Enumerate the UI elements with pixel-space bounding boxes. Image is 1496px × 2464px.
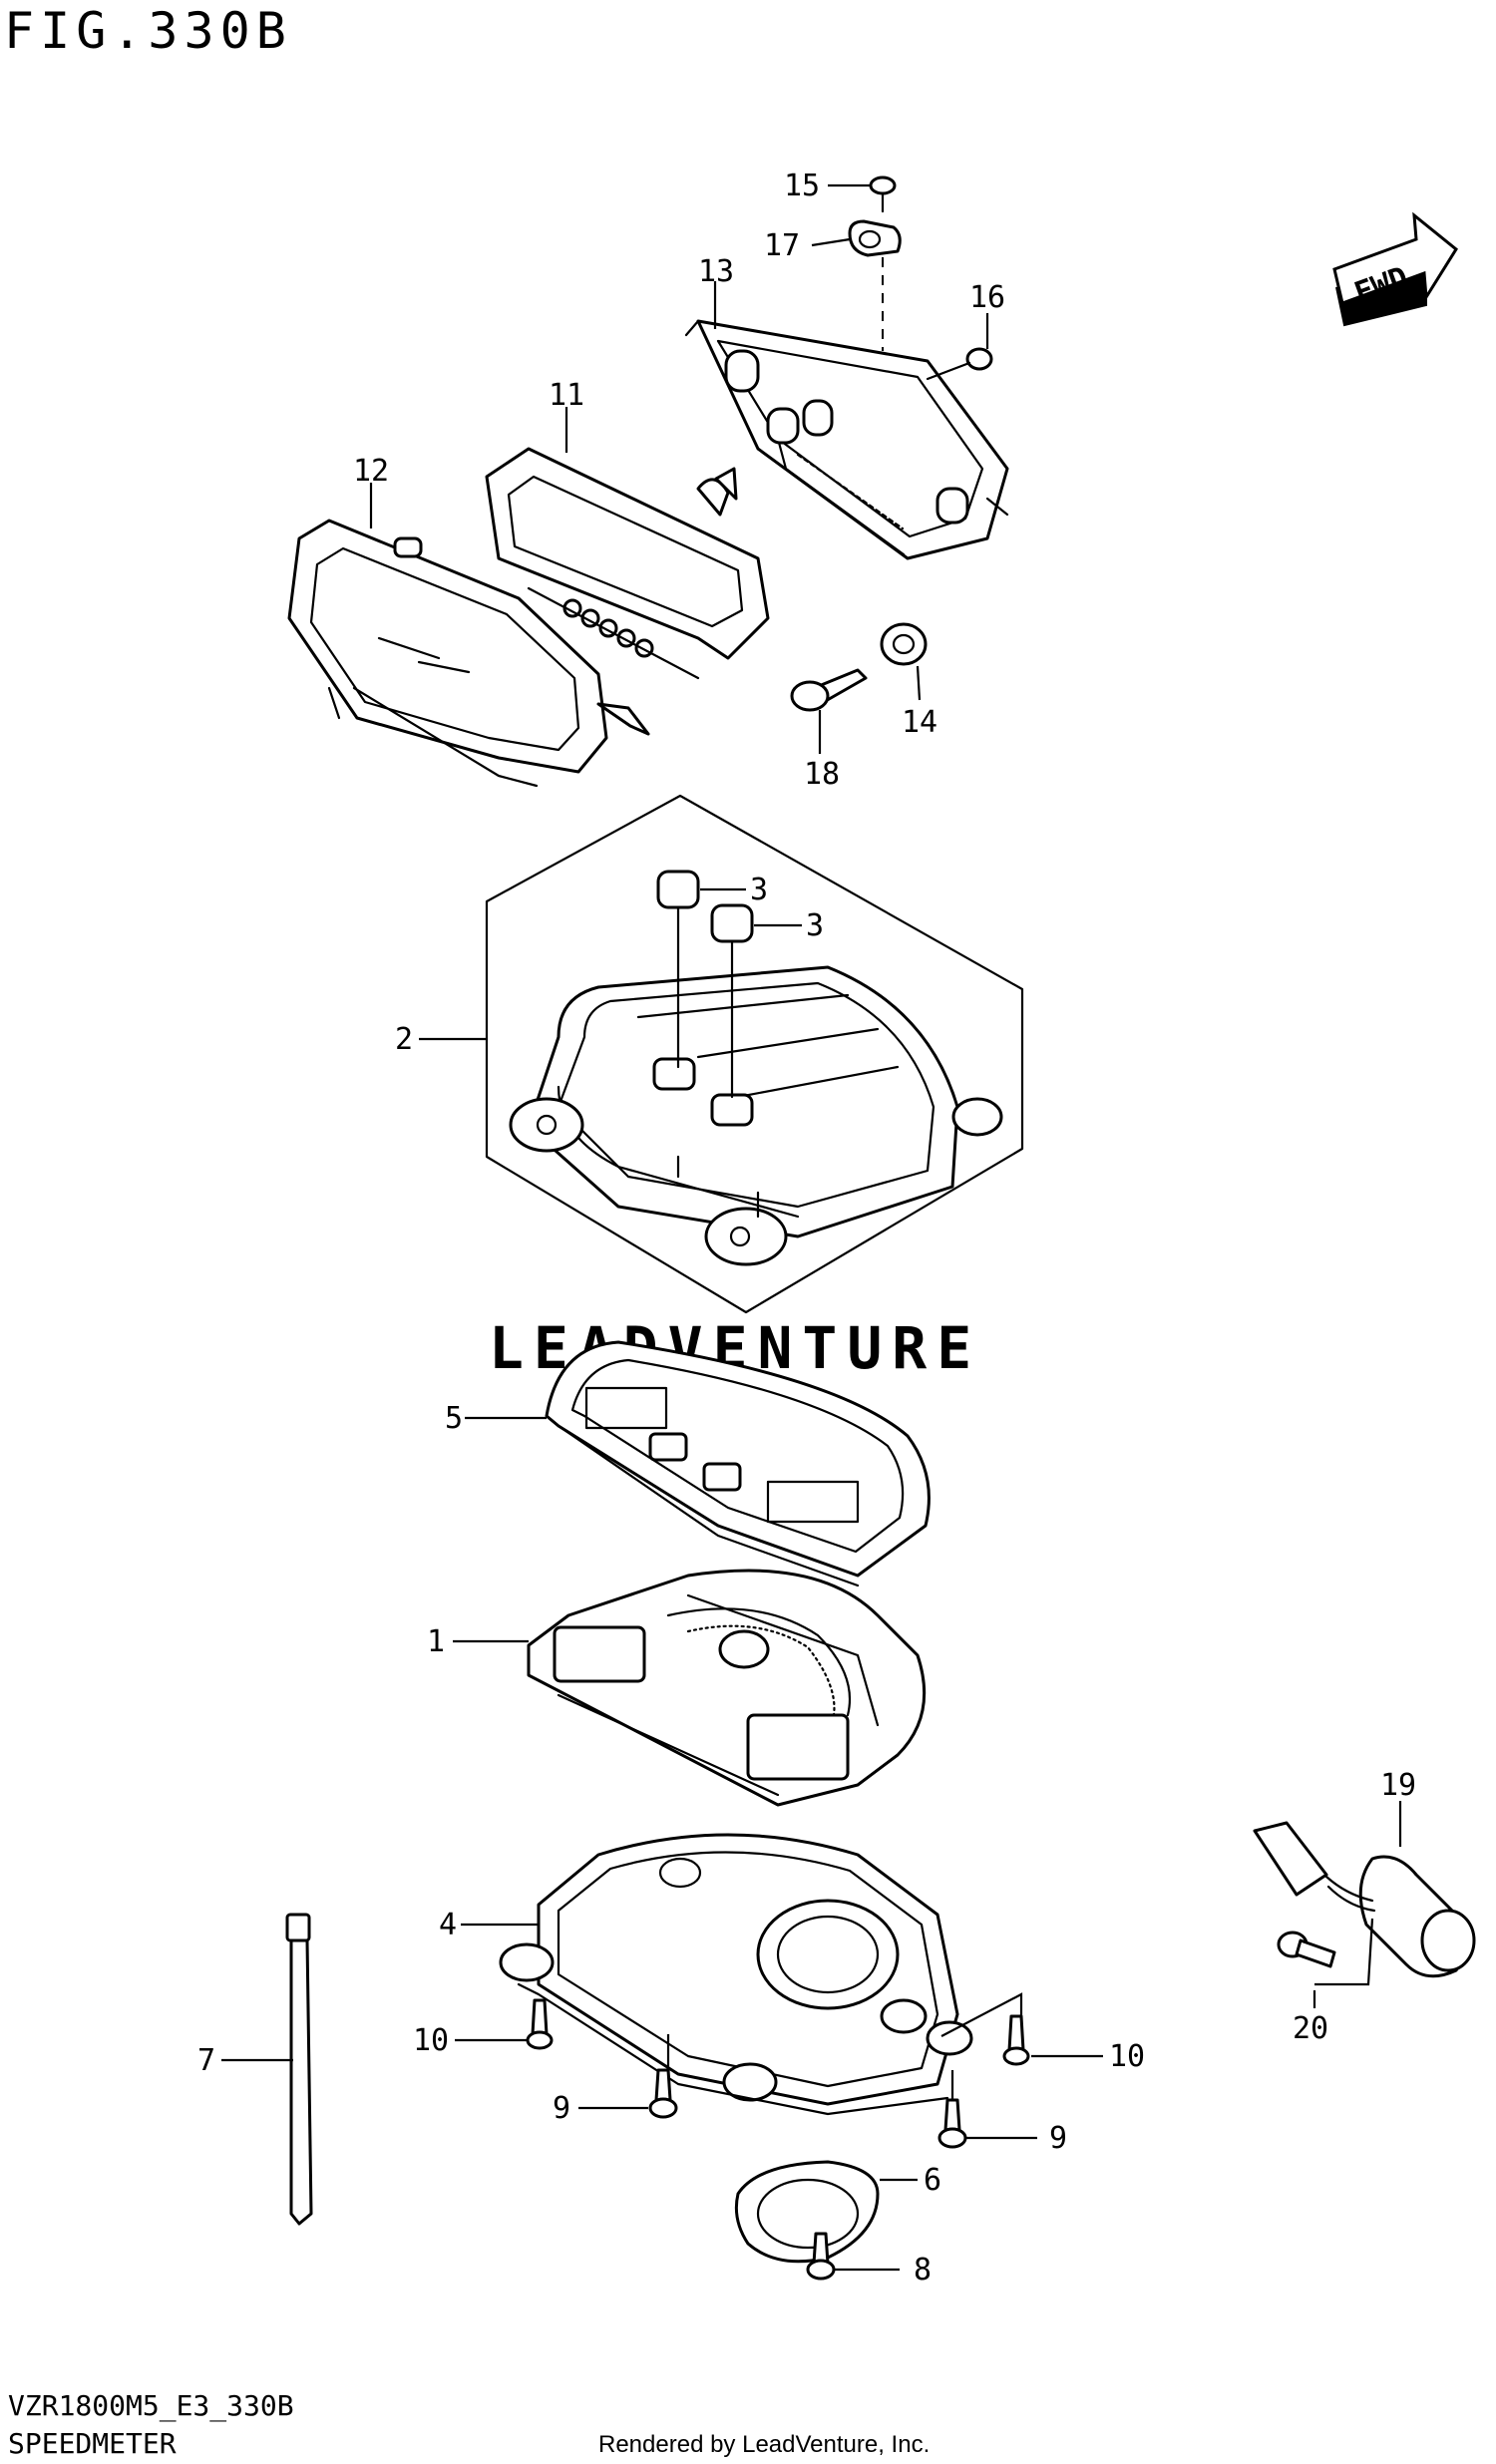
callout-19: 19 bbox=[1380, 1768, 1416, 1803]
part-11-lens-housing bbox=[485, 447, 770, 680]
callout-3-second: 3 bbox=[806, 908, 824, 943]
callout-4: 4 bbox=[439, 1908, 457, 1942]
callout-14: 14 bbox=[902, 705, 937, 740]
callout-1: 1 bbox=[427, 1624, 445, 1659]
leader-lines bbox=[221, 183, 1402, 2272]
part-13-meter-bracket bbox=[684, 319, 1009, 560]
callout-18: 18 bbox=[804, 757, 840, 792]
callout-10-left: 10 bbox=[413, 2023, 449, 2058]
callout-17: 17 bbox=[764, 228, 800, 263]
part-10-screw-left bbox=[526, 1998, 554, 2050]
callout-20: 20 bbox=[1293, 2011, 1328, 2046]
callout-5: 5 bbox=[445, 1401, 463, 1436]
part-9-screw-right bbox=[937, 2098, 967, 2149]
part-16-bolt bbox=[926, 347, 993, 381]
part-2-meter-case-group bbox=[485, 794, 1024, 1314]
callout-labels: 15 17 13 16 11 12 14 18 3 3 2 5 1 19 4 2… bbox=[197, 169, 1416, 2288]
part-10-screw-right bbox=[1002, 2014, 1030, 2066]
part-4-lower-case bbox=[499, 1833, 973, 2116]
callout-3-top: 3 bbox=[750, 873, 768, 907]
callout-9-right: 9 bbox=[1049, 2121, 1067, 2156]
part-8-screw bbox=[806, 2232, 836, 2281]
callout-12: 12 bbox=[353, 454, 389, 489]
part-9-screw-left bbox=[648, 2068, 678, 2119]
section-name: SPEEDMETER bbox=[8, 2427, 177, 2460]
part-12-meter-cover bbox=[287, 519, 650, 788]
model-code: VZR1800M5_E3_330B bbox=[8, 2389, 294, 2422]
callout-2: 2 bbox=[395, 1022, 413, 1057]
callout-6: 6 bbox=[924, 2163, 941, 2198]
part-14-grommet bbox=[880, 622, 928, 666]
callout-7: 7 bbox=[197, 2043, 215, 2078]
callout-8: 8 bbox=[914, 2253, 932, 2288]
rendered-by-credit: Rendered by LeadVenture, Inc. bbox=[598, 2431, 931, 2458]
callout-9-left: 9 bbox=[553, 2091, 570, 2126]
part-7-cable-tie bbox=[285, 1913, 313, 2226]
part-5-gasket bbox=[545, 1340, 931, 1587]
fwd-arrow-icon: FWD bbox=[1332, 211, 1458, 327]
part-15-screw bbox=[869, 176, 897, 213]
callout-16: 16 bbox=[969, 280, 1005, 315]
part-18-bolt bbox=[790, 668, 868, 712]
part-1-meter-unit bbox=[527, 1569, 927, 1807]
part-6-plate bbox=[734, 2160, 880, 2264]
callout-10-right: 10 bbox=[1109, 2039, 1145, 2074]
figure-title: FIG.330B bbox=[4, 2, 292, 60]
part-20-bolt bbox=[1277, 1931, 1336, 1968]
part-3-rubber-second bbox=[710, 903, 754, 1099]
part-19-speed-sensor bbox=[1253, 1821, 1476, 1978]
part-17-clamp bbox=[848, 219, 902, 257]
callout-11: 11 bbox=[549, 378, 584, 413]
part-3-rubber-top bbox=[656, 870, 700, 1069]
callout-13: 13 bbox=[698, 254, 734, 289]
callout-15: 15 bbox=[784, 169, 820, 203]
